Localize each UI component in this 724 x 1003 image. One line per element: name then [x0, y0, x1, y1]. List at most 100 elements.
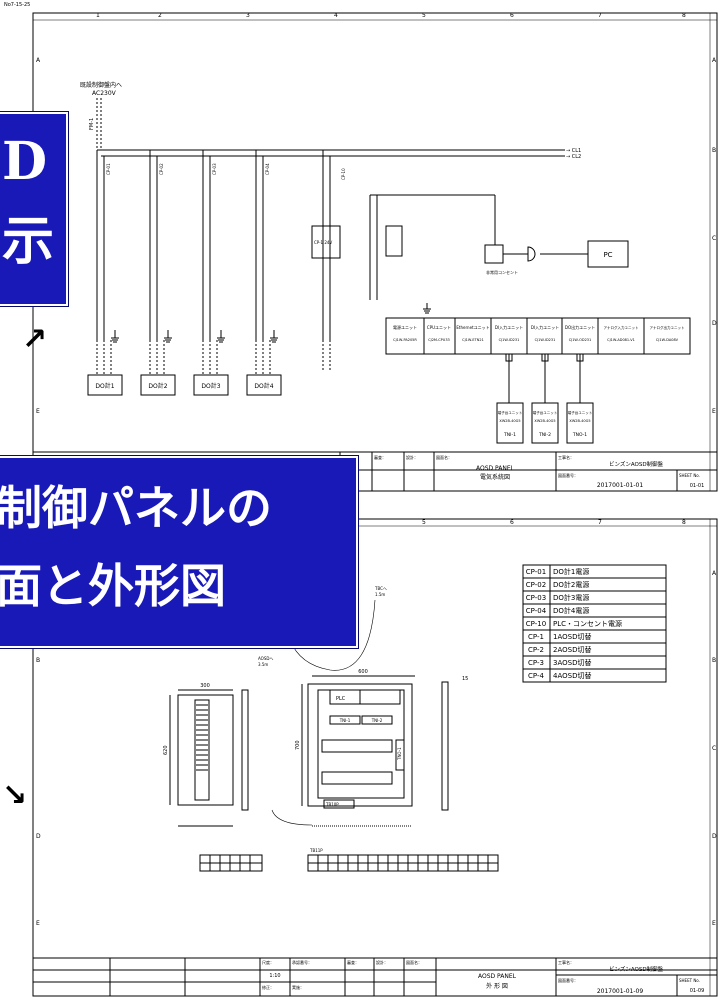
plug-symbol — [503, 246, 536, 262]
legend-desc: DO計2電源 — [553, 580, 589, 589]
s2-scale: 1:10 — [269, 973, 280, 979]
terminal-2-tag: TNI-2 — [538, 432, 551, 438]
s2-drawing-no-label: 図面番号： — [558, 977, 578, 983]
col-6: 6 — [510, 12, 514, 19]
do-meter-1: DO計1 — [95, 382, 114, 390]
s2-col-7: 7 — [598, 519, 602, 526]
s2-sheet-label: SHEET No. — [679, 978, 700, 983]
relay-box — [385, 225, 403, 257]
side-view: 300 620 AOSDへ 3.5m — [163, 656, 273, 827]
s1-sheet-label: SHEET No. — [679, 473, 700, 478]
dim-gap: 15 — [462, 676, 468, 682]
sheet1: No7-15-25 1 2 3 4 5 6 7 8 A B C D E A E … — [4, 2, 718, 492]
banner-top-line1: D — [2, 131, 48, 192]
s2-row-e-left: E — [36, 920, 40, 927]
pointer-arrow-bottom-icon: ↘ — [2, 778, 28, 813]
s2-drawing-subtitle: 外 形 図 — [486, 982, 508, 990]
legend-desc: 2AOSD切替 — [553, 645, 591, 654]
col-8: 8 — [682, 12, 686, 19]
power-source-label: 既設制御盤内へ — [80, 81, 122, 89]
plc-mod-8-name: アナログ出力ユニット — [650, 325, 685, 330]
s2-col-5: 5 — [422, 519, 426, 526]
s2-drawing-name-label: 図面名： — [406, 959, 422, 965]
legend-code: CP-02 — [526, 581, 546, 589]
col-2: 2 — [158, 12, 162, 19]
terminal-1-model: XW2B-40G5 — [499, 419, 520, 423]
breaker-cp10: CP-10 — [341, 168, 346, 180]
main-breaker: FM-1 — [89, 118, 95, 130]
legend-code: CP-10 — [526, 620, 546, 628]
s2-fix-label: 修正： — [262, 984, 274, 990]
s1-drawing-name: AOSD PANEL — [476, 465, 515, 472]
strip-label: TB11P — [309, 848, 323, 853]
s2-sheet-no: 01-09 — [690, 988, 705, 994]
s2-row-e: E — [712, 920, 716, 927]
legend-desc: 3AOSD切替 — [553, 658, 591, 667]
ground-symbols — [111, 303, 431, 343]
row-a-left: A — [36, 57, 41, 64]
do-meter-3: DO計3 — [201, 382, 220, 390]
terminal-2-label: 端子台ユニット — [533, 410, 558, 415]
dim-height: 620 — [163, 745, 169, 755]
front-tb-label: TB10P — [325, 802, 339, 807]
s2-check-label: 審査： — [347, 959, 359, 965]
s1-project: ビンズンAOSD制御盤 — [609, 460, 664, 468]
branch-10: CP-10 — [322, 150, 346, 340]
plc-mod-4-model: CJ1W-ID231 — [499, 338, 520, 342]
plc-mod-6-model: CJ1W-OD231 — [569, 338, 592, 342]
sheet2-frame — [32, 518, 718, 997]
legend-desc: PLC・コンセント電源 — [553, 619, 622, 628]
branch-3: CP-03 — [202, 150, 217, 340]
plc-mod-1-model: CJ1W-PA205R — [393, 338, 417, 342]
plc-mod-8-model: CJ1W-DA08V — [656, 338, 679, 342]
s1-project-label: 工事名： — [558, 454, 574, 460]
power-unit-label: CP-1 24V — [314, 240, 332, 245]
voltage-label: AC230V — [92, 90, 117, 97]
legend-desc: DO計4電源 — [553, 606, 589, 615]
breaker-cp03: CP-03 — [212, 163, 217, 175]
row-d: D — [712, 320, 717, 327]
s1-design-label: 設計： — [406, 454, 418, 460]
s2-project: ビンズンAOSD制御盤 — [609, 965, 664, 973]
pc-box — [587, 240, 629, 268]
s2-approval-label: 承認番号： — [292, 959, 312, 965]
pc-label: PC — [603, 251, 612, 259]
front-plc-label: PLC — [336, 696, 346, 702]
s2-record-label: 実施： — [292, 984, 304, 990]
terminal-3-model: XW2B-40G5 — [569, 419, 590, 423]
s2-project-label: 工事名： — [558, 959, 574, 965]
s1-drawing-name-label: 図面名： — [436, 454, 452, 460]
s2-row-a: A — [712, 570, 717, 577]
front-view: 600 PLC TNI-1 TNI-2 TNO-1 TB10P 700 15 T… — [271, 586, 468, 827]
bus-tag-2: → CL2 — [566, 154, 581, 160]
do-meter-2: DO計2 — [148, 382, 167, 390]
s1-sheet-no: 01-01 — [690, 483, 705, 489]
legend-desc: DO計1電源 — [553, 567, 589, 576]
sheet1-frame — [32, 12, 718, 492]
banner-bottom-line2: 面と外形図 — [0, 559, 226, 613]
row-a: A — [712, 57, 717, 64]
s2-scale-label: 尺度： — [262, 959, 274, 965]
aosd-length: 3.5m — [258, 662, 268, 667]
sheet1-right-ruler: A B C D E A E — [36, 13, 717, 491]
legend-desc: 4AOSD切替 — [553, 671, 591, 680]
col-1: 1 — [96, 12, 100, 19]
s2-design-label: 設計： — [376, 959, 388, 965]
terminal-2-model: XW2B-40G5 — [534, 419, 555, 423]
plc-mod-3-model: CJ1W-ETN21 — [462, 338, 484, 342]
plc-mod-7-name: アナログ入力ユニット — [604, 325, 639, 330]
s2-drawing-name: AOSD PANEL — [478, 973, 517, 980]
col-7: 7 — [598, 12, 602, 19]
sheet1-top-ruler: 1 2 3 4 5 6 7 8 — [33, 12, 717, 21]
bus-tag-1: → CL1 — [566, 148, 581, 154]
col-3: 3 — [246, 12, 250, 19]
breaker-cp04: CP-04 — [265, 163, 270, 175]
dim-front-height: 700 — [295, 740, 301, 750]
do-meter-4: DO計4 — [254, 382, 273, 390]
s1-drawing-no-label: 図面番号： — [558, 472, 578, 478]
cable-note: TBCへ — [374, 586, 387, 591]
slide-banner-top: D 示 — [0, 112, 68, 306]
branch-4: CP-04 — [255, 150, 270, 340]
